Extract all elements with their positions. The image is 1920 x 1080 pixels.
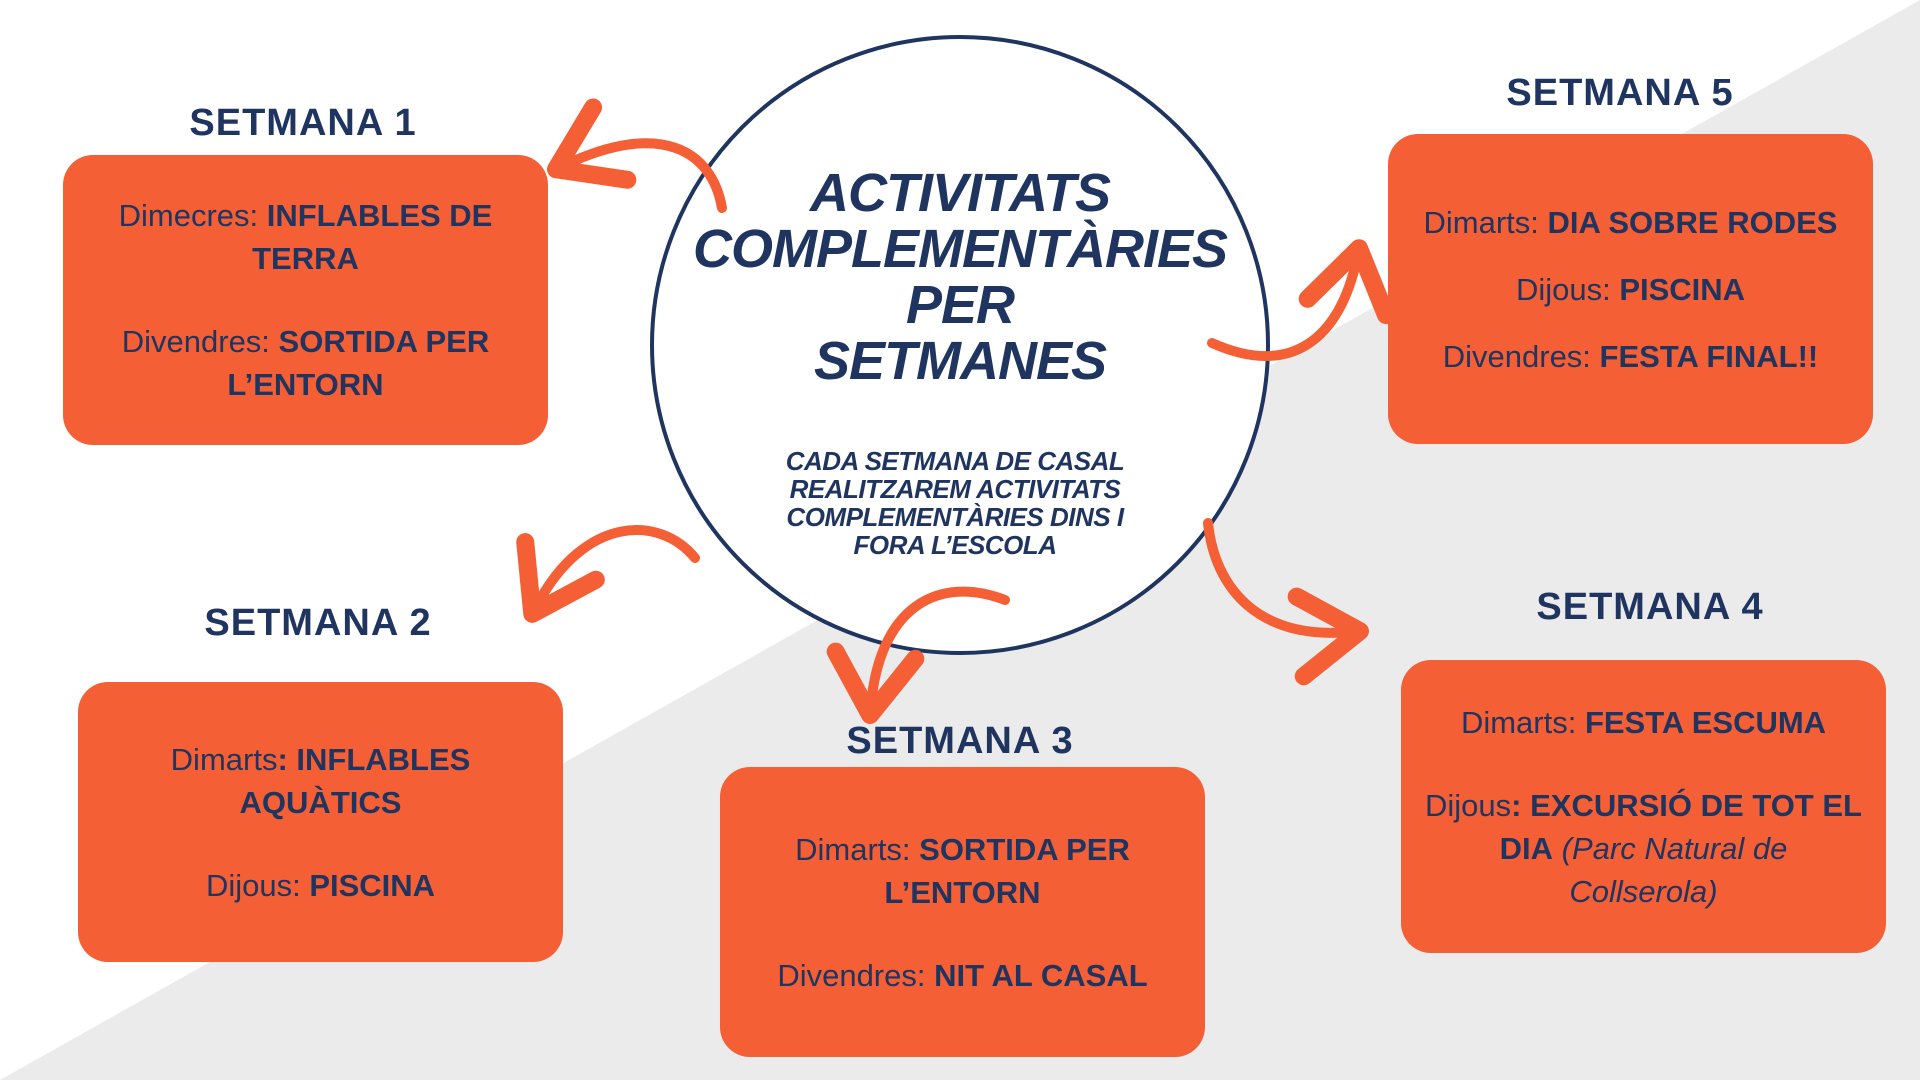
center-title-line: COMPLEMENTÀRIES (692, 219, 1228, 279)
center-title: ACTIVITATS COMPLEMENTÀRIES PER SETMANES (650, 165, 1270, 389)
entry-activity: FESTA FINAL!! (1599, 338, 1819, 374)
center-subtitle-line: FORA L’ESCOLA (853, 530, 1057, 560)
entry-day: Dimarts: (1423, 204, 1548, 240)
center-title-line: ACTIVITATS (810, 163, 1111, 223)
center-subtitle-line: CADA SETMANA DE CASAL (785, 446, 1125, 476)
week-1-title: SETMANA 1 (189, 102, 417, 144)
center-subtitle: CADA SETMANA DE CASAL REALITZAREM ACTIVI… (740, 447, 1170, 559)
entry-day: Dijous (1425, 787, 1512, 823)
week-5-title: SETMANA 5 (1506, 72, 1734, 114)
entry-day: Dimecres: (118, 198, 267, 233)
entry-day: Divendres: (121, 324, 279, 359)
week-3-entry: Dimarts: SORTIDA PER L’ENTORN (744, 828, 1181, 914)
center-title-line: SETMANES (813, 331, 1107, 391)
week-3-card: Dimarts: SORTIDA PER L’ENTORN Divendres:… (720, 767, 1205, 1057)
week-4-title: SETMANA 4 (1536, 586, 1764, 628)
week-5-entry: Dimarts: DIA SOBRE RODES (1424, 201, 1838, 244)
center-title-line: PER (905, 275, 1015, 335)
entry-activity: FESTA ESCUMA (1584, 704, 1827, 740)
entry-activity: SORTIDA PER L’ENTORN (884, 831, 1130, 910)
week-1-card: Dimecres: INFLABLES DE TERRA Divendres: … (63, 155, 548, 445)
entry-day: Dijous: (1515, 271, 1620, 307)
entry-activity: PISCINA (309, 867, 436, 903)
week-2-title: SETMANA 2 (204, 602, 432, 644)
week-3-title: SETMANA 3 (846, 720, 1074, 762)
week-2-entry: Dimarts: INFLABLES AQUÀTICS (102, 738, 539, 824)
week-2-card: Dimarts: INFLABLES AQUÀTICS Dijous: PISC… (78, 682, 563, 962)
entry-activity: SORTIDA PER L’ENTORN (227, 324, 490, 402)
week-1-entry: Dimecres: INFLABLES DE TERRA (87, 194, 524, 280)
entry-activity: PISCINA (1619, 271, 1746, 307)
week-4-entry: Dimarts: FESTA ESCUMA (1461, 701, 1826, 744)
week-1-entry: Divendres: SORTIDA PER L’ENTORN (87, 320, 524, 406)
entry-day: Divendres: (777, 957, 935, 993)
entry-activity: : EXCURSIÓ DE TOT EL DIA (1499, 787, 1862, 866)
center-subtitle-line: COMPLEMENTÀRIES DINS I (786, 502, 1124, 532)
week-2-entry: Dijous: PISCINA (206, 864, 435, 907)
entry-activity: : INFLABLES AQUÀTICS (239, 741, 471, 820)
entry-activity: NIT AL CASAL (934, 957, 1148, 993)
entry-day: Dimarts: (795, 831, 920, 867)
week-5-entry: Dijous: PISCINA (1516, 268, 1745, 311)
center-subtitle-line: REALITZAREM ACTIVITATS (789, 474, 1121, 504)
entry-note: (Parc Natural de Collserola) (1553, 830, 1788, 909)
entry-day: Dimarts (170, 741, 278, 777)
entry-activity: DIA SOBRE RODES (1547, 204, 1838, 240)
entry-day: Dimarts: (1460, 704, 1585, 740)
entry-day: Dijous: (205, 867, 310, 903)
week-4-entry: Dijous: EXCURSIÓ DE TOT EL DIA (Parc Nat… (1425, 784, 1862, 913)
entry-activity: INFLABLES DE TERRA (252, 198, 493, 276)
week-3-entry: Divendres: NIT AL CASAL (777, 954, 1147, 997)
week-4-card: Dimarts: FESTA ESCUMA Dijous: EXCURSIÓ D… (1401, 660, 1886, 953)
week-5-entry: Divendres: FESTA FINAL!! (1443, 335, 1818, 378)
entry-day: Divendres: (1442, 338, 1600, 374)
week-5-card: Dimarts: DIA SOBRE RODES Dijous: PISCINA… (1388, 134, 1873, 444)
